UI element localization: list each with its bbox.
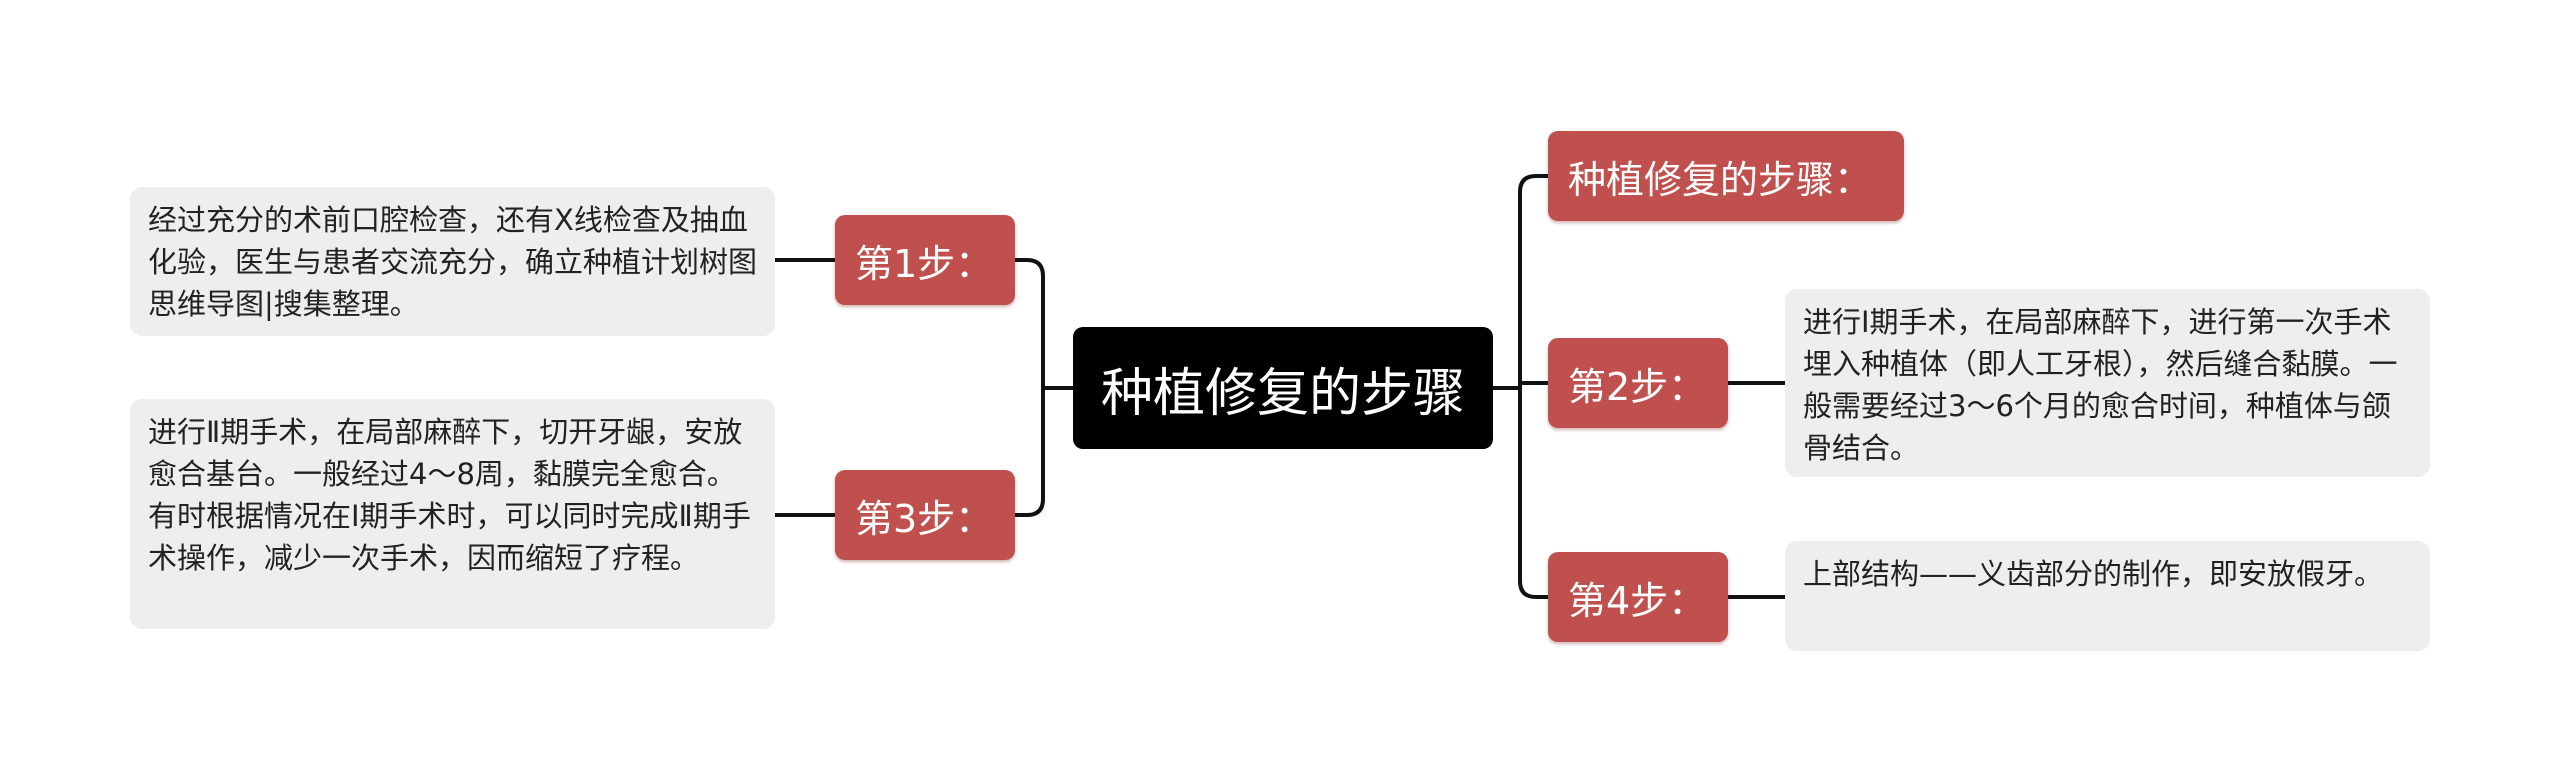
branch-step-1[interactable]: 第1步： bbox=[835, 215, 1015, 305]
detail-step-2[interactable]: 进行Ⅰ期手术，在局部麻醉下，进行第一次手术埋入种植体（即人工牙根），然后缝合黏膜… bbox=[1785, 289, 2430, 477]
branch-step-3[interactable]: 第3步： bbox=[835, 470, 1015, 560]
connector-right-lower bbox=[1518, 386, 1550, 599]
branch-steps-heading[interactable]: 种植修复的步骤： bbox=[1548, 131, 1904, 221]
detail-step-3[interactable]: 进行Ⅱ期手术，在局部麻醉下，切开牙龈，安放愈合基台。一般经过4～8周，黏膜完全愈… bbox=[130, 399, 775, 629]
root-node[interactable]: 种植修复的步骤 bbox=[1073, 327, 1493, 449]
detail-step-1[interactable]: 经过充分的术前口腔检查，还有X线检查及抽血化验，医生与患者交流充分，确立种植计划… bbox=[130, 187, 775, 336]
connector-left-upper bbox=[1013, 258, 1045, 390]
detail-step-4[interactable]: 上部结构——义齿部分的制作，即安放假牙。 bbox=[1785, 541, 2430, 651]
branch-step-2[interactable]: 第2步： bbox=[1548, 338, 1728, 428]
connector-right-upper bbox=[1518, 174, 1550, 390]
connector-left-lower bbox=[1013, 386, 1045, 517]
branch-step-4[interactable]: 第4步： bbox=[1548, 552, 1728, 642]
